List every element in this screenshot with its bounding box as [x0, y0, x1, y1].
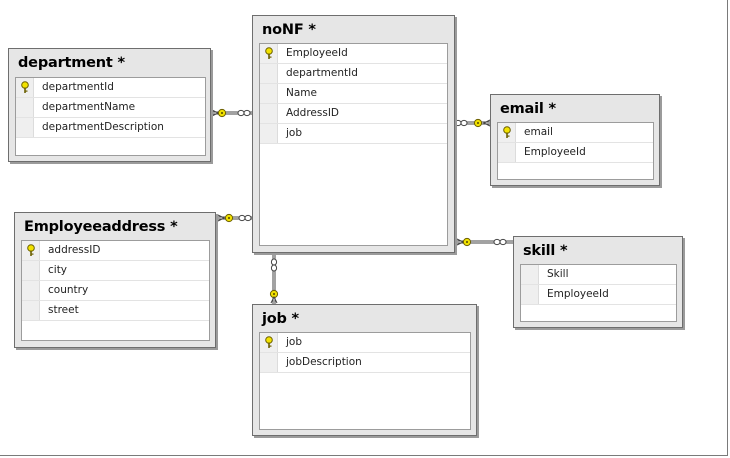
relationship-job-nonf[interactable] [269, 254, 279, 305]
column-row[interactable]: departmentDescription [16, 118, 205, 138]
column-name: city [48, 264, 68, 276]
column-name: departmentId [286, 67, 358, 79]
column-grid: addressID city country street [21, 240, 210, 341]
column-name: street [48, 304, 79, 316]
infinity-connector-icon [237, 109, 251, 117]
column-name: EmployeeId [547, 288, 609, 300]
table-title: skill * [523, 243, 568, 259]
column-grid: departmentId departmentName departmentDe… [15, 77, 206, 156]
relationship-skill-nonf[interactable] [455, 237, 514, 247]
table-nonf[interactable]: noNF * EmployeeId departmentId Name Addr… [252, 15, 455, 253]
column-name: country [48, 284, 89, 296]
column-row[interactable]: job [260, 333, 470, 353]
column-row[interactable]: EmployeeId [498, 143, 653, 163]
table-title: job * [262, 311, 299, 327]
column-name: departmentName [42, 101, 136, 113]
key-icon [27, 244, 35, 256]
column-name: EmployeeId [524, 146, 586, 158]
column-name: email [524, 126, 553, 138]
column-row[interactable]: Skill [521, 265, 676, 285]
column-row[interactable]: addressID [22, 241, 209, 261]
column-name: EmployeeId [286, 47, 348, 59]
table-title: department * [18, 55, 125, 71]
row-selector [22, 241, 40, 260]
column-row[interactable]: city [22, 261, 209, 281]
infinity-connector-icon [454, 119, 468, 127]
canvas-right-border [727, 0, 728, 456]
row-selector [260, 104, 278, 123]
table-title: noNF * [262, 22, 316, 38]
column-name: addressID [48, 244, 101, 256]
column-row[interactable]: departmentId [16, 78, 205, 98]
table-job[interactable]: job * job jobDescription [252, 304, 477, 436]
table-skill[interactable]: skill * Skill EmployeeId [513, 236, 683, 328]
key-icon [21, 81, 29, 93]
row-selector [260, 84, 278, 103]
canvas-bottom-border [0, 455, 728, 456]
relationship-department-nonf[interactable] [210, 108, 254, 118]
key-icon [265, 336, 273, 348]
column-name: departmentId [42, 81, 114, 93]
column-grid: job jobDescription [259, 332, 471, 430]
table-employeeaddress[interactable]: Employeeaddress * addressID city country… [14, 212, 216, 348]
row-selector [22, 301, 40, 320]
column-grid: EmployeeId departmentId Name AddressID j… [259, 43, 448, 246]
table-title: email * [500, 101, 556, 117]
row-selector [260, 44, 278, 63]
row-selector [521, 265, 539, 284]
column-row[interactable]: job [260, 124, 447, 144]
row-selector [498, 143, 516, 162]
table-title: Employeeaddress * [24, 219, 178, 235]
column-name: AddressID [286, 107, 339, 119]
column-row[interactable]: jobDescription [260, 353, 470, 373]
infinity-connector-icon [493, 238, 507, 246]
key-icon [503, 126, 511, 138]
table-department[interactable]: department * departmentId departmentName… [8, 48, 211, 162]
table-email[interactable]: email * email EmployeeId [490, 94, 660, 186]
row-selector [22, 281, 40, 300]
relationship-email-nonf[interactable] [454, 118, 492, 128]
row-selector [498, 123, 516, 142]
column-row[interactable]: EmployeeId [521, 285, 676, 305]
column-row[interactable]: AddressID [260, 104, 447, 124]
column-grid: Skill EmployeeId [520, 264, 677, 322]
infinity-connector-icon [270, 258, 278, 272]
key-icon [265, 47, 273, 59]
column-row[interactable]: email [498, 123, 653, 143]
row-selector [521, 285, 539, 304]
row-selector [260, 64, 278, 83]
column-name: jobDescription [286, 356, 362, 368]
column-name: Name [286, 87, 317, 99]
row-selector [260, 353, 278, 372]
key-connector-icon [224, 213, 234, 223]
row-selector [16, 78, 34, 97]
column-name: departmentDescription [42, 121, 164, 133]
row-selector [260, 333, 278, 352]
column-name: job [286, 336, 303, 348]
row-selector [16, 98, 34, 117]
infinity-connector-icon [238, 214, 252, 222]
column-row[interactable]: Name [260, 84, 447, 104]
column-grid: email EmployeeId [497, 122, 654, 180]
row-selector [260, 124, 278, 143]
column-name: Skill [547, 268, 569, 280]
relationship-employeeaddress-nonf[interactable] [216, 213, 254, 223]
column-name: job [286, 127, 303, 139]
row-selector [16, 118, 34, 137]
key-connector-icon [217, 108, 227, 118]
key-connector-icon [462, 237, 472, 247]
column-row[interactable]: departmentId [260, 64, 447, 84]
key-connector-icon [473, 118, 483, 128]
column-row[interactable]: street [22, 301, 209, 321]
row-selector [22, 261, 40, 280]
column-row[interactable]: departmentName [16, 98, 205, 118]
column-row[interactable]: country [22, 281, 209, 301]
column-row[interactable]: EmployeeId [260, 44, 447, 64]
